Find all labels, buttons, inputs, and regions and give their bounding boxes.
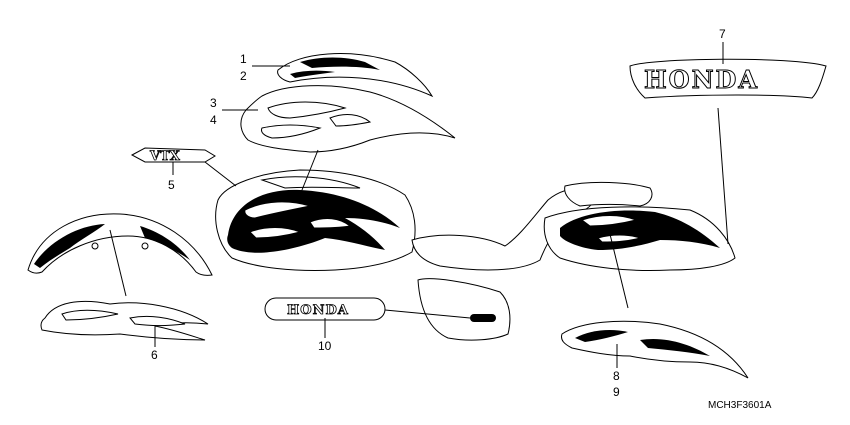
front-fender — [27, 213, 213, 276]
stripe-1-2-decal — [277, 53, 434, 98]
stripe-8-9-decal — [561, 320, 749, 379]
callout-8: 8 — [613, 369, 620, 383]
callout-9: 9 — [613, 385, 620, 399]
callout-7: 7 — [719, 27, 726, 41]
rear-fender — [543, 206, 736, 271]
callout-4: 4 — [210, 113, 217, 127]
honda-emblem-side: HONDA — [264, 297, 386, 321]
honda-emblem-side-text: HONDA — [287, 303, 349, 318]
leader-lines — [109, 42, 729, 368]
honda-emblem-large: HONDA — [629, 58, 827, 99]
seat — [411, 181, 653, 271]
callouts: 1 2 3 4 5 6 7 8 9 10 — [151, 27, 726, 399]
vtx-emblem: VTX — [130, 147, 216, 164]
stripe-6-decal — [40, 300, 209, 341]
honda-emblem-large-text: HONDA — [644, 65, 759, 94]
callout-6: 6 — [151, 348, 158, 362]
callout-5: 5 — [168, 178, 175, 192]
fuel-tank — [215, 169, 416, 271]
callout-2: 2 — [240, 69, 247, 83]
part-code: MCH3F3601A — [708, 400, 772, 411]
callout-1: 1 — [240, 52, 247, 66]
vtx-emblem-text: VTX — [149, 149, 181, 164]
callout-10: 10 — [318, 339, 332, 353]
side-cover — [417, 278, 511, 341]
stripe-3-4-decal — [240, 85, 456, 153]
callout-3: 3 — [210, 96, 217, 110]
